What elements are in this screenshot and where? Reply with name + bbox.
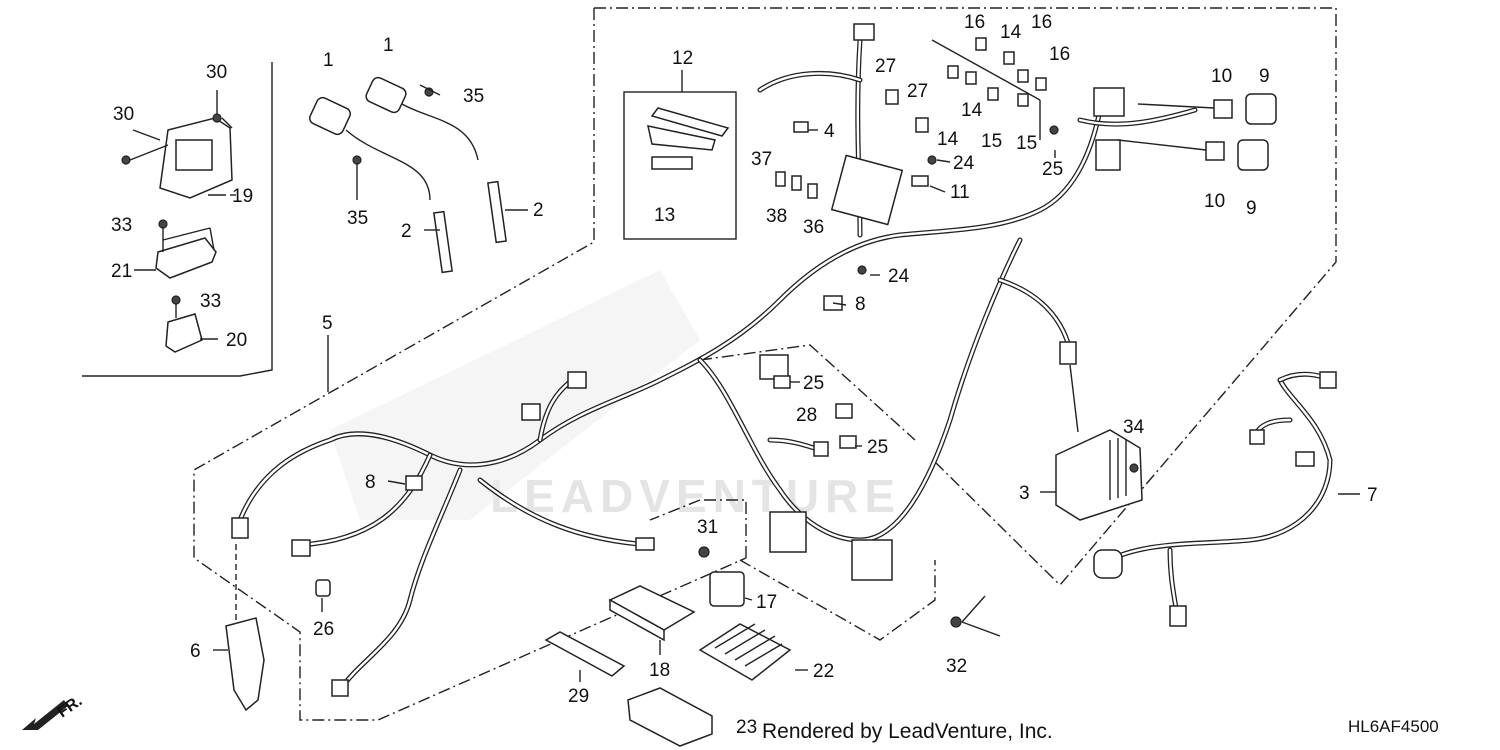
callout-36: 36 (803, 217, 824, 238)
callout-35: 35 (463, 86, 484, 107)
callout-38: 38 (766, 206, 787, 227)
callout-2: 2 (401, 221, 412, 242)
front-direction-arrow: FR. (22, 693, 85, 730)
callout-16: 16 (1049, 44, 1070, 65)
callout-15: 15 (981, 131, 1002, 152)
ignition-coils (308, 76, 528, 274)
callout-25: 25 (867, 437, 888, 458)
callout-8: 8 (855, 294, 866, 315)
callout-28: 28 (796, 405, 817, 426)
callout-37: 37 (751, 149, 772, 170)
callout-33: 33 (200, 291, 221, 312)
fuse-box-group (623, 70, 737, 240)
callout-8: 8 (365, 472, 376, 493)
callout-30: 30 (206, 62, 227, 83)
callout-35: 35 (347, 208, 368, 229)
relays-and-fuses (773, 37, 1277, 449)
bracket-21 (155, 219, 217, 279)
callout-27: 27 (875, 56, 896, 77)
watermark-text: LEADVENTURE (490, 470, 901, 522)
leader-lines (132, 129, 1056, 682)
callout-30: 30 (113, 104, 134, 125)
diagram-code: HL6AF4500 (1348, 717, 1439, 736)
callout-27: 27 (907, 81, 928, 102)
callout-15: 15 (1016, 133, 1037, 154)
ecu-module-19 (121, 90, 233, 199)
callout-9: 9 (1259, 66, 1270, 87)
regulator-3 (1040, 364, 1143, 521)
main-wire-harness-5 (231, 23, 1198, 697)
callout-31: 31 (697, 517, 718, 538)
callout-17: 17 (756, 592, 777, 613)
callout-labels: 30 30 19 33 21 33 20 1 1 35 35 2 2 12 13… (111, 12, 1378, 738)
callout-10: 10 (1211, 66, 1232, 87)
callout-14: 14 (1000, 22, 1022, 43)
callout-23: 23 (736, 717, 757, 738)
group-outlines (82, 7, 1337, 721)
callout-1: 1 (383, 35, 394, 56)
callout-14: 14 (961, 100, 983, 121)
callout-13: 13 (654, 205, 675, 226)
callout-25: 25 (803, 373, 824, 394)
callout-9: 9 (1246, 198, 1257, 219)
callout-12: 12 (672, 48, 693, 69)
callout-24: 24 (888, 266, 910, 287)
callout-7: 7 (1367, 485, 1378, 506)
sensor-20 (165, 295, 203, 353)
callout-4: 4 (824, 121, 835, 142)
callout-14: 14 (937, 129, 959, 150)
callout-33: 33 (111, 215, 132, 236)
callout-6: 6 (190, 641, 201, 662)
callout-5: 5 (322, 313, 333, 334)
credit-text: Rendered by LeadVenture, Inc. (762, 720, 1053, 743)
callout-18: 18 (649, 660, 670, 681)
callout-16: 16 (964, 12, 985, 33)
callout-26: 26 (313, 619, 334, 640)
lower-modules (213, 544, 1001, 747)
callout-24: 24 (953, 153, 975, 174)
callout-20: 20 (226, 330, 247, 351)
callout-3: 3 (1019, 483, 1030, 504)
callout-29: 29 (568, 686, 589, 707)
callout-22: 22 (813, 661, 834, 682)
callout-34: 34 (1123, 417, 1145, 438)
front-direction-label: FR. (55, 693, 86, 722)
callout-10: 10 (1204, 191, 1225, 212)
callout-11: 11 (950, 182, 970, 203)
callout-32: 32 (946, 656, 967, 677)
callout-19: 19 (232, 186, 253, 207)
callout-25: 25 (1042, 159, 1063, 180)
callout-2: 2 (533, 200, 544, 221)
callout-16: 16 (1031, 12, 1052, 33)
callout-21: 21 (111, 261, 132, 282)
callout-1: 1 (323, 50, 334, 71)
sub-harness-7 (1093, 371, 1360, 627)
